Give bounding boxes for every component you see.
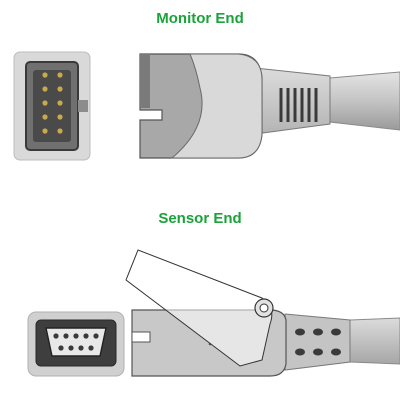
pin xyxy=(88,345,94,351)
pin xyxy=(57,72,63,78)
pin xyxy=(42,128,48,134)
monitor-strain-relief xyxy=(254,67,331,135)
monitor-grip-ribs xyxy=(279,88,318,122)
monitor-housing-shadow xyxy=(140,54,150,108)
sensor-connector-pins xyxy=(53,333,99,351)
monitor-connector-key xyxy=(78,100,88,112)
pin xyxy=(63,333,69,339)
monitor-end-diagram xyxy=(13,51,400,161)
pin xyxy=(42,72,48,78)
pin xyxy=(58,345,64,351)
sensor-vent-holes xyxy=(295,328,341,356)
pin xyxy=(78,345,84,351)
sensor-connector-face xyxy=(27,311,125,377)
pin xyxy=(42,100,48,106)
sensor-connector-insert xyxy=(45,327,107,357)
pin xyxy=(57,114,63,120)
sensor-connector-side xyxy=(125,249,400,377)
pin xyxy=(57,86,63,92)
monitor-connector-side xyxy=(139,53,400,159)
sensor-end-title: Sensor End xyxy=(158,210,242,227)
pin xyxy=(53,333,59,339)
sensor-housing-notch xyxy=(131,331,151,343)
pin xyxy=(83,333,89,339)
pin xyxy=(73,333,79,339)
monitor-connector-insert xyxy=(33,70,71,142)
pin xyxy=(57,100,63,106)
sensor-cable xyxy=(349,317,400,365)
monitor-connector-face xyxy=(13,51,91,161)
monitor-end-title: Monitor End xyxy=(156,10,244,27)
pin xyxy=(42,114,48,120)
monitor-cable xyxy=(329,71,400,131)
sensor-end-diagram xyxy=(27,249,400,377)
pin xyxy=(68,345,74,351)
pin xyxy=(57,128,63,134)
pin xyxy=(93,333,99,339)
pin xyxy=(42,86,48,92)
monitor-housing-grip xyxy=(170,53,263,159)
sensor-latch-hinge-pin xyxy=(259,303,269,313)
monitor-connector-pins xyxy=(42,72,63,134)
sensor-strain-relief xyxy=(284,313,351,371)
